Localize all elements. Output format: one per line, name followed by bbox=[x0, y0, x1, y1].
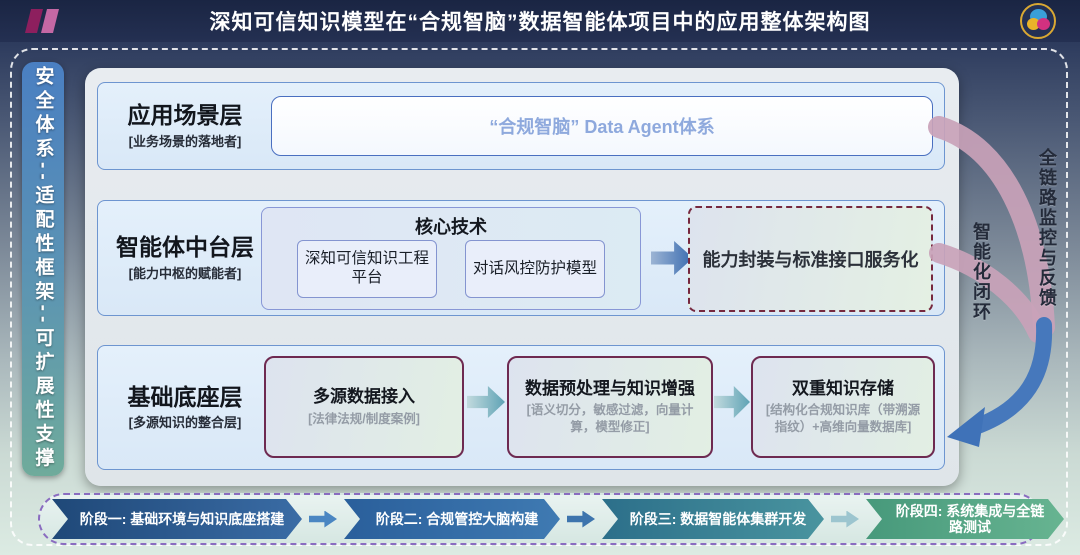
data-agent-box: “合规智脑” Data Agent体系 bbox=[271, 96, 933, 156]
feedback-outer-label: 全链路监控与反馈 bbox=[1037, 148, 1057, 308]
layer-name: 应用场景层 bbox=[127, 102, 243, 129]
layer-role: [多源知识的整合层] bbox=[128, 415, 242, 431]
connector-arrow-icon bbox=[309, 510, 337, 528]
right-arrow-icon bbox=[714, 386, 750, 418]
right-arrow-icon bbox=[651, 241, 693, 275]
layer-role: [业务场景的落地者] bbox=[128, 133, 242, 149]
data-agent-label: “合规智脑” Data Agent体系 bbox=[489, 117, 715, 137]
core-tech-item-risk-model: 对话风控防护模型 bbox=[465, 240, 605, 298]
title-bar: 深知可信知识模型在“合规智脑”数据智能体项目中的应用整体架构图 bbox=[0, 0, 1080, 42]
stage-timeline-bar: 阶段一: 基础环境与知识底座搭建 阶段二: 合规管控大脑构建 阶段三: 数据智能… bbox=[38, 493, 1042, 545]
layer-middle-label: 智能体中台层 [能力中枢的赋能者] bbox=[106, 201, 264, 315]
core-tech-item-knowledge-platform: 深知可信知识工程平台 bbox=[297, 240, 437, 298]
connector-arrow-icon bbox=[567, 510, 595, 528]
page-title: 深知可信知识模型在“合规智脑”数据智能体项目中的应用整体架构图 bbox=[209, 11, 871, 34]
box-detail: [法律法规/制度案例] bbox=[308, 411, 420, 426]
right-arrow-icon bbox=[467, 386, 505, 418]
box-title: 双重知识存储 bbox=[792, 379, 894, 399]
security-framework-bar: 安全体系--适配性框架--可扩展性支撑 bbox=[22, 62, 64, 476]
layer-base-label: 基础底座层 [多源知识的整合层] bbox=[106, 346, 264, 469]
connector-arrow-icon bbox=[831, 510, 859, 528]
capability-output-box: 能力封装与标准接口服务化 bbox=[688, 206, 933, 312]
layer-role: [能力中枢的赋能者] bbox=[128, 265, 242, 281]
layer-name: 基础底座层 bbox=[127, 383, 243, 410]
core-tech-box: 核心技术 深知可信知识工程平台 对话风控防护模型 bbox=[261, 207, 641, 310]
box-detail: [结构化合规知识库（带溯源指纹）+高维向量数据库] bbox=[765, 403, 921, 434]
box-title: 数据预处理与知识增强 bbox=[525, 379, 695, 399]
layer-application: 应用场景层 [业务场景的落地者] “合规智脑” Data Agent体系 bbox=[97, 82, 945, 170]
security-framework-label: 安全体系--适配性框架--可扩展性支撑 bbox=[32, 66, 54, 472]
box-title: 多源数据接入 bbox=[313, 387, 415, 407]
cloud-logo-icon bbox=[1020, 3, 1056, 39]
stage-1-chevron: 阶段一: 基础环境与知识底座搭建 bbox=[52, 499, 302, 539]
feedback-inner-label: 智能化闭环 bbox=[971, 222, 991, 322]
core-tech-title: 核心技术 bbox=[415, 217, 487, 237]
layer-name: 智能体中台层 bbox=[116, 234, 254, 261]
brand-slashes-icon bbox=[25, 9, 68, 33]
stage-3-chevron: 阶段三: 数据智能体集群开发 bbox=[602, 499, 824, 539]
layer-middle-platform: 智能体中台层 [能力中枢的赋能者] 核心技术 深知可信知识工程平台 对话风控防护… bbox=[97, 200, 945, 316]
layer-application-label: 应用场景层 [业务场景的落地者] bbox=[106, 83, 264, 169]
preprocess-enhance-box: 数据预处理与知识增强 [语义切分，敏感过滤，向量计算，模型修正] bbox=[507, 356, 713, 458]
layer-base-foundation: 基础底座层 [多源知识的整合层] 多源数据接入 [法律法规/制度案例] 数据预处… bbox=[97, 345, 945, 470]
capability-output-label: 能力封装与标准接口服务化 bbox=[702, 250, 919, 270]
stage-2-chevron: 阶段二: 合规管控大脑构建 bbox=[344, 499, 560, 539]
stage-4-chevron: 阶段四: 系统集成与全链路测试 bbox=[866, 499, 1064, 539]
architecture-card: 应用场景层 [业务场景的落地者] “合规智脑” Data Agent体系 智能体… bbox=[85, 68, 959, 486]
multi-source-data-box: 多源数据接入 [法律法规/制度案例] bbox=[264, 356, 464, 458]
dual-knowledge-storage-box: 双重知识存储 [结构化合规知识库（带溯源指纹）+高维向量数据库] bbox=[751, 356, 935, 458]
box-detail: [语义切分，敏感过滤，向量计算，模型修正] bbox=[526, 403, 694, 434]
